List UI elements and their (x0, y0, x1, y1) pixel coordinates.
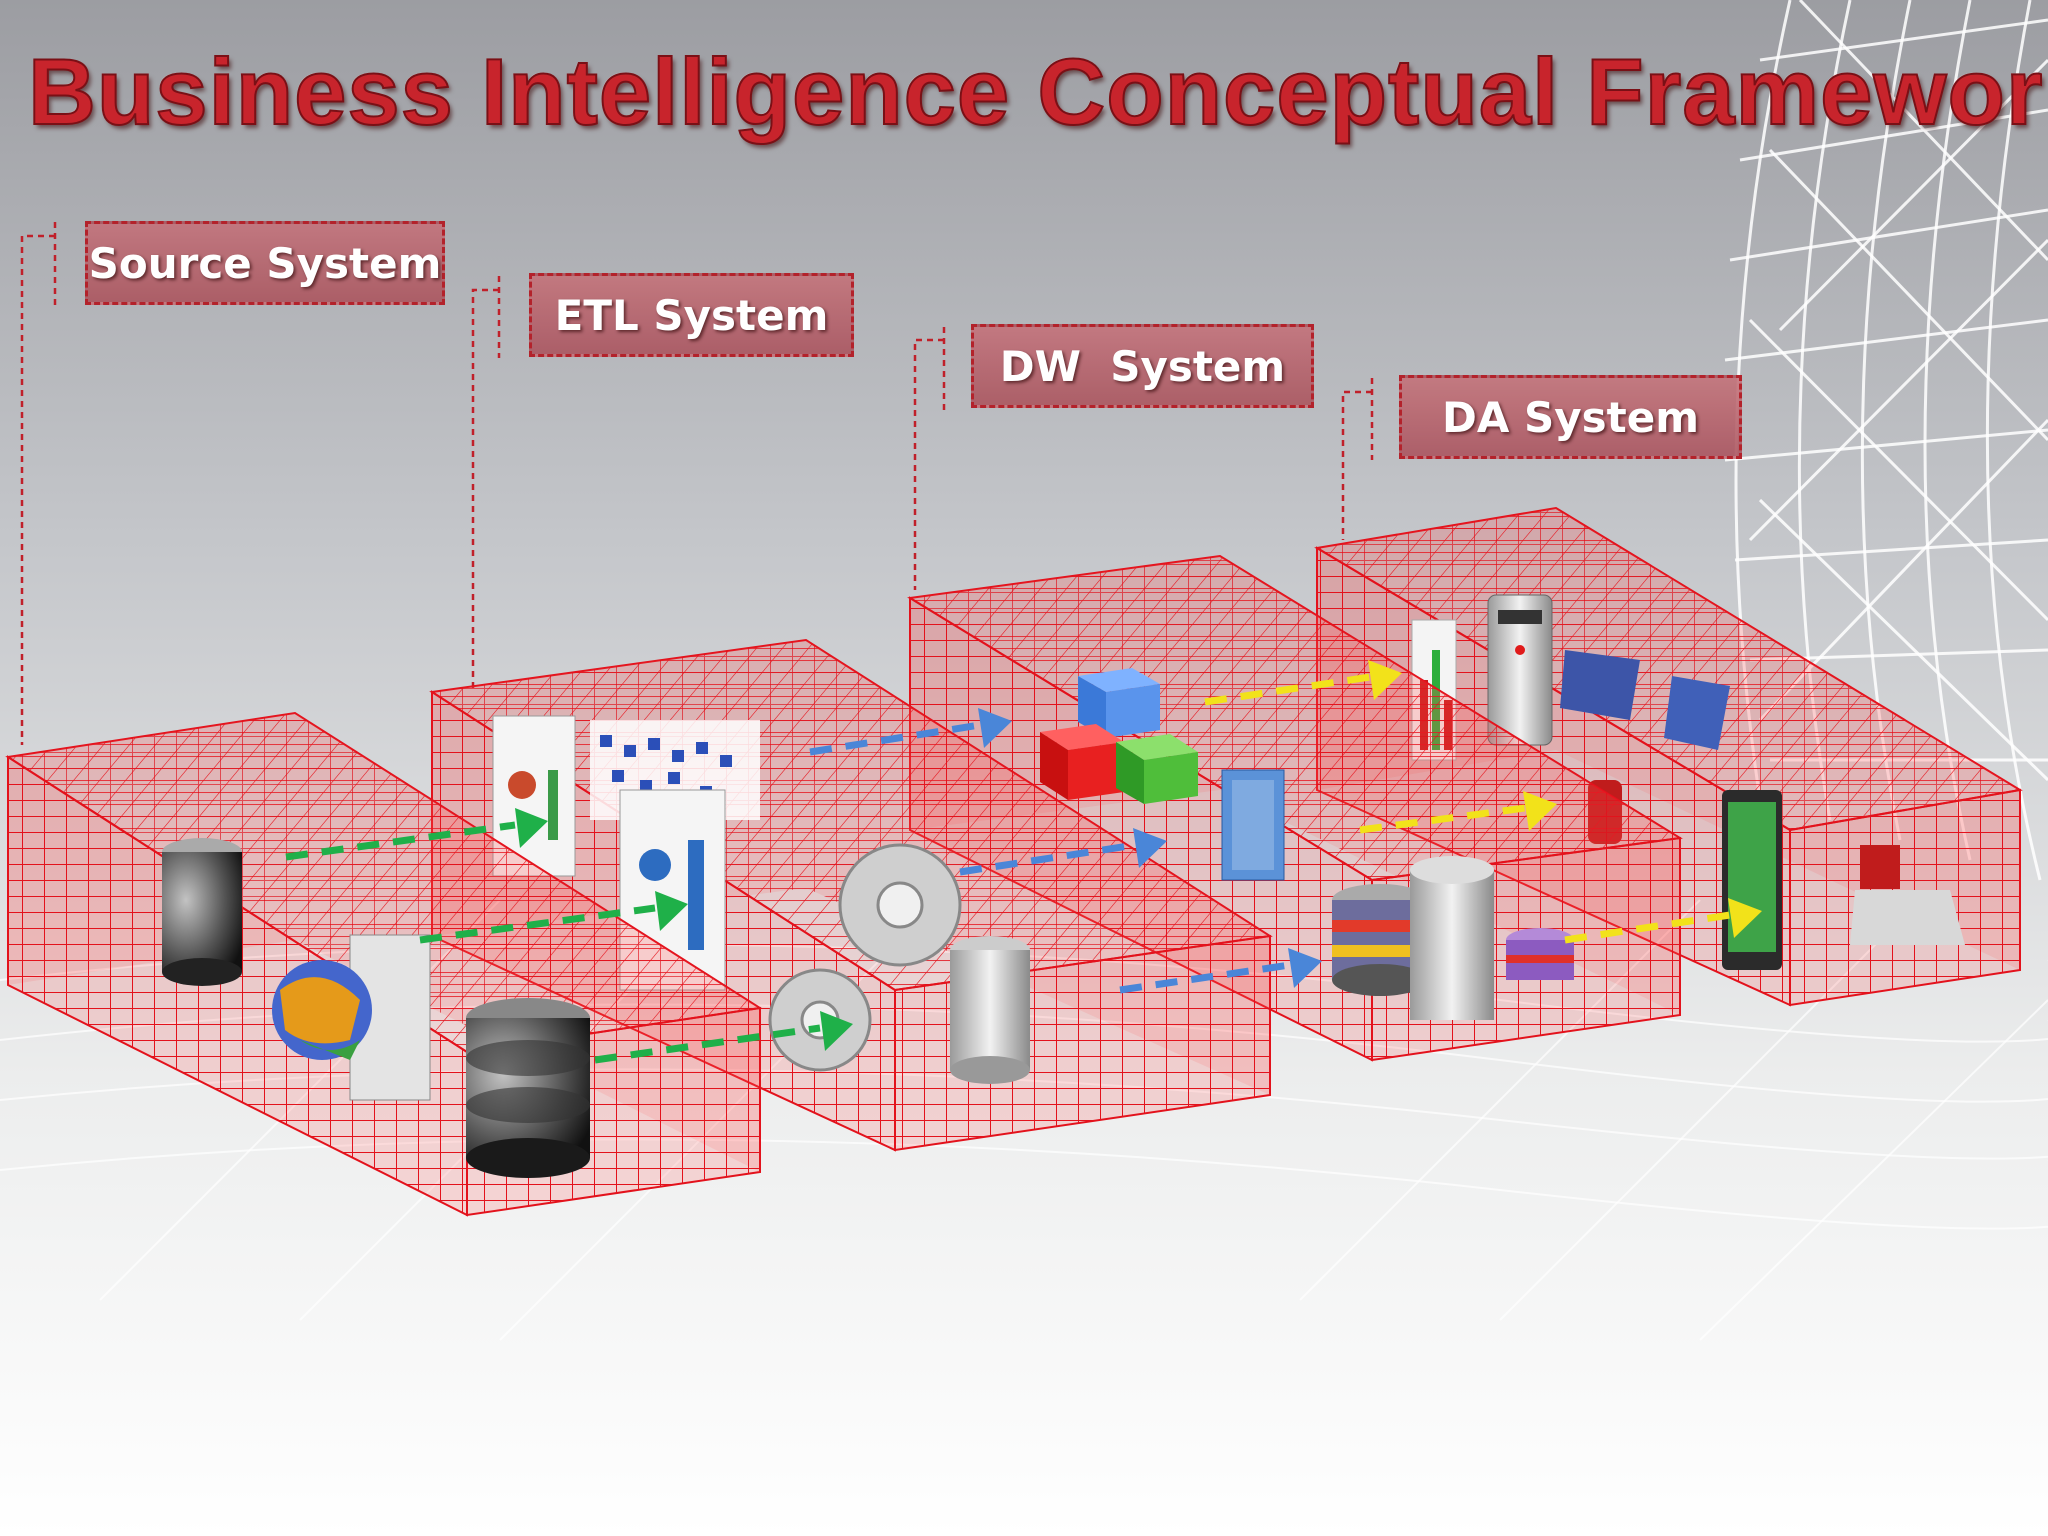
arrow-right-icon (978, 708, 1012, 748)
cube-icon (1078, 668, 1160, 738)
database-icon (950, 936, 1030, 1084)
flow-arrows (285, 673, 1731, 1064)
arrow-right-icon (655, 891, 688, 931)
dw-icons (1040, 668, 1574, 1020)
da-icons (1411, 594, 1965, 970)
gear-icon (768, 843, 962, 1072)
arrow-right-icon (1288, 948, 1322, 988)
arrow-right-icon (515, 808, 548, 848)
arrow-right-icon (1133, 828, 1167, 868)
etl-system-label: ETL System (529, 273, 854, 357)
source-system-label: Source System (85, 221, 445, 305)
etl-icons (492, 715, 1030, 1084)
laptop-icon (1860, 845, 1900, 889)
cube-icon (1040, 724, 1124, 800)
arrow-heads (515, 660, 1762, 1051)
arrow-right-icon (1368, 660, 1402, 700)
arrow-right-icon (1728, 898, 1762, 938)
database-icon (162, 838, 242, 986)
database-icon (1332, 856, 1574, 1020)
cube-icon (1116, 734, 1198, 804)
book-icon (1560, 650, 1640, 720)
page-title: Business Intelligence Conceptual Framewo… (27, 38, 2048, 145)
arrow-right-icon (1523, 791, 1557, 831)
da-system-label: DA System (1399, 375, 1742, 459)
database-icon (466, 998, 590, 1178)
leader-lines (20, 222, 1374, 745)
source-icons (162, 838, 590, 1178)
dw-system-label: DW System (971, 324, 1314, 408)
arrow-right-icon (820, 1011, 853, 1051)
